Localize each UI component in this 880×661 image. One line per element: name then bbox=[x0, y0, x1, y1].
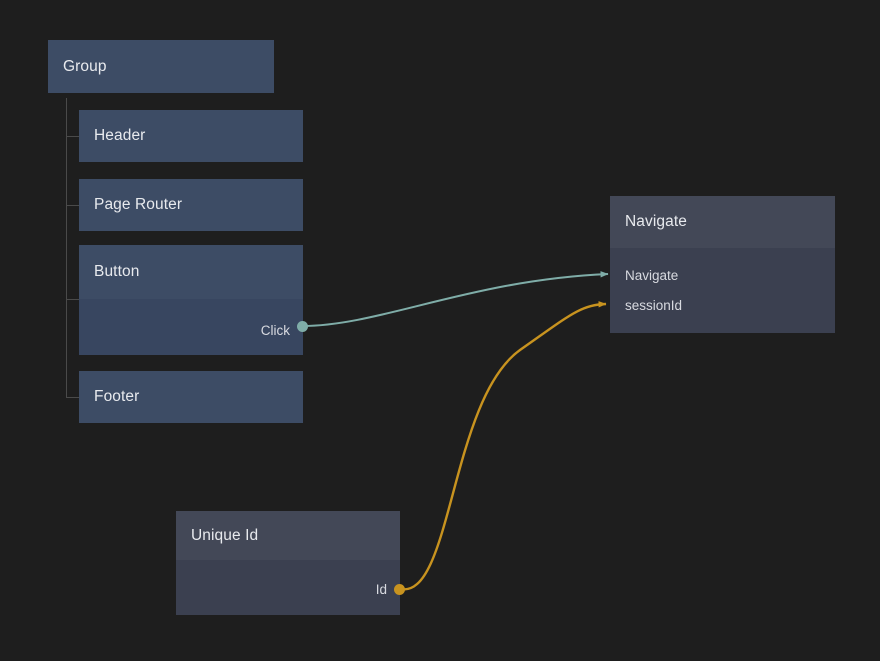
port-id-label: Id bbox=[375, 581, 387, 597]
node-navigate-body: Navigate sessionId bbox=[610, 248, 835, 333]
node-unique-id[interactable]: Unique Id Id bbox=[176, 511, 400, 615]
port-navigate-in[interactable]: Navigate bbox=[625, 266, 678, 284]
node-group[interactable]: Group bbox=[48, 40, 274, 93]
node-unique-id-body: Id bbox=[176, 560, 400, 615]
node-navigate[interactable]: Navigate Navigate sessionId bbox=[610, 196, 835, 333]
port-id[interactable]: Id bbox=[376, 580, 387, 598]
port-navigate-in-label: Navigate bbox=[625, 267, 679, 283]
tree-stub-page-router bbox=[66, 205, 79, 206]
port-sessionid-in-label: sessionId bbox=[625, 297, 683, 313]
node-button-body: Click bbox=[79, 299, 303, 355]
edge-click-to-navigate bbox=[301, 271, 609, 327]
tree-stub-button bbox=[66, 299, 79, 300]
edge-id-to-sessionid bbox=[399, 301, 607, 591]
tree-trunk-line bbox=[66, 98, 67, 397]
node-unique-id-title: Unique Id bbox=[176, 511, 400, 560]
port-dot-id[interactable] bbox=[394, 584, 405, 595]
port-dot-click[interactable] bbox=[297, 321, 308, 332]
node-footer-title: Footer bbox=[79, 371, 303, 423]
port-sessionid-in[interactable]: sessionId bbox=[625, 296, 682, 314]
node-header[interactable]: Header bbox=[79, 110, 303, 162]
port-click-label: Click bbox=[260, 322, 290, 338]
node-page-router-title: Page Router bbox=[79, 179, 303, 231]
node-footer[interactable]: Footer bbox=[79, 371, 303, 423]
node-header-title: Header bbox=[79, 110, 303, 162]
node-button-title: Button bbox=[79, 245, 303, 299]
tree-stub-footer bbox=[66, 397, 79, 398]
node-button[interactable]: Button Click bbox=[79, 245, 303, 355]
tree-stub-header bbox=[66, 136, 79, 137]
node-page-router[interactable]: Page Router bbox=[79, 179, 303, 231]
port-click[interactable]: Click bbox=[261, 321, 290, 339]
node-group-title: Group bbox=[48, 40, 274, 93]
node-navigate-title: Navigate bbox=[610, 196, 835, 248]
